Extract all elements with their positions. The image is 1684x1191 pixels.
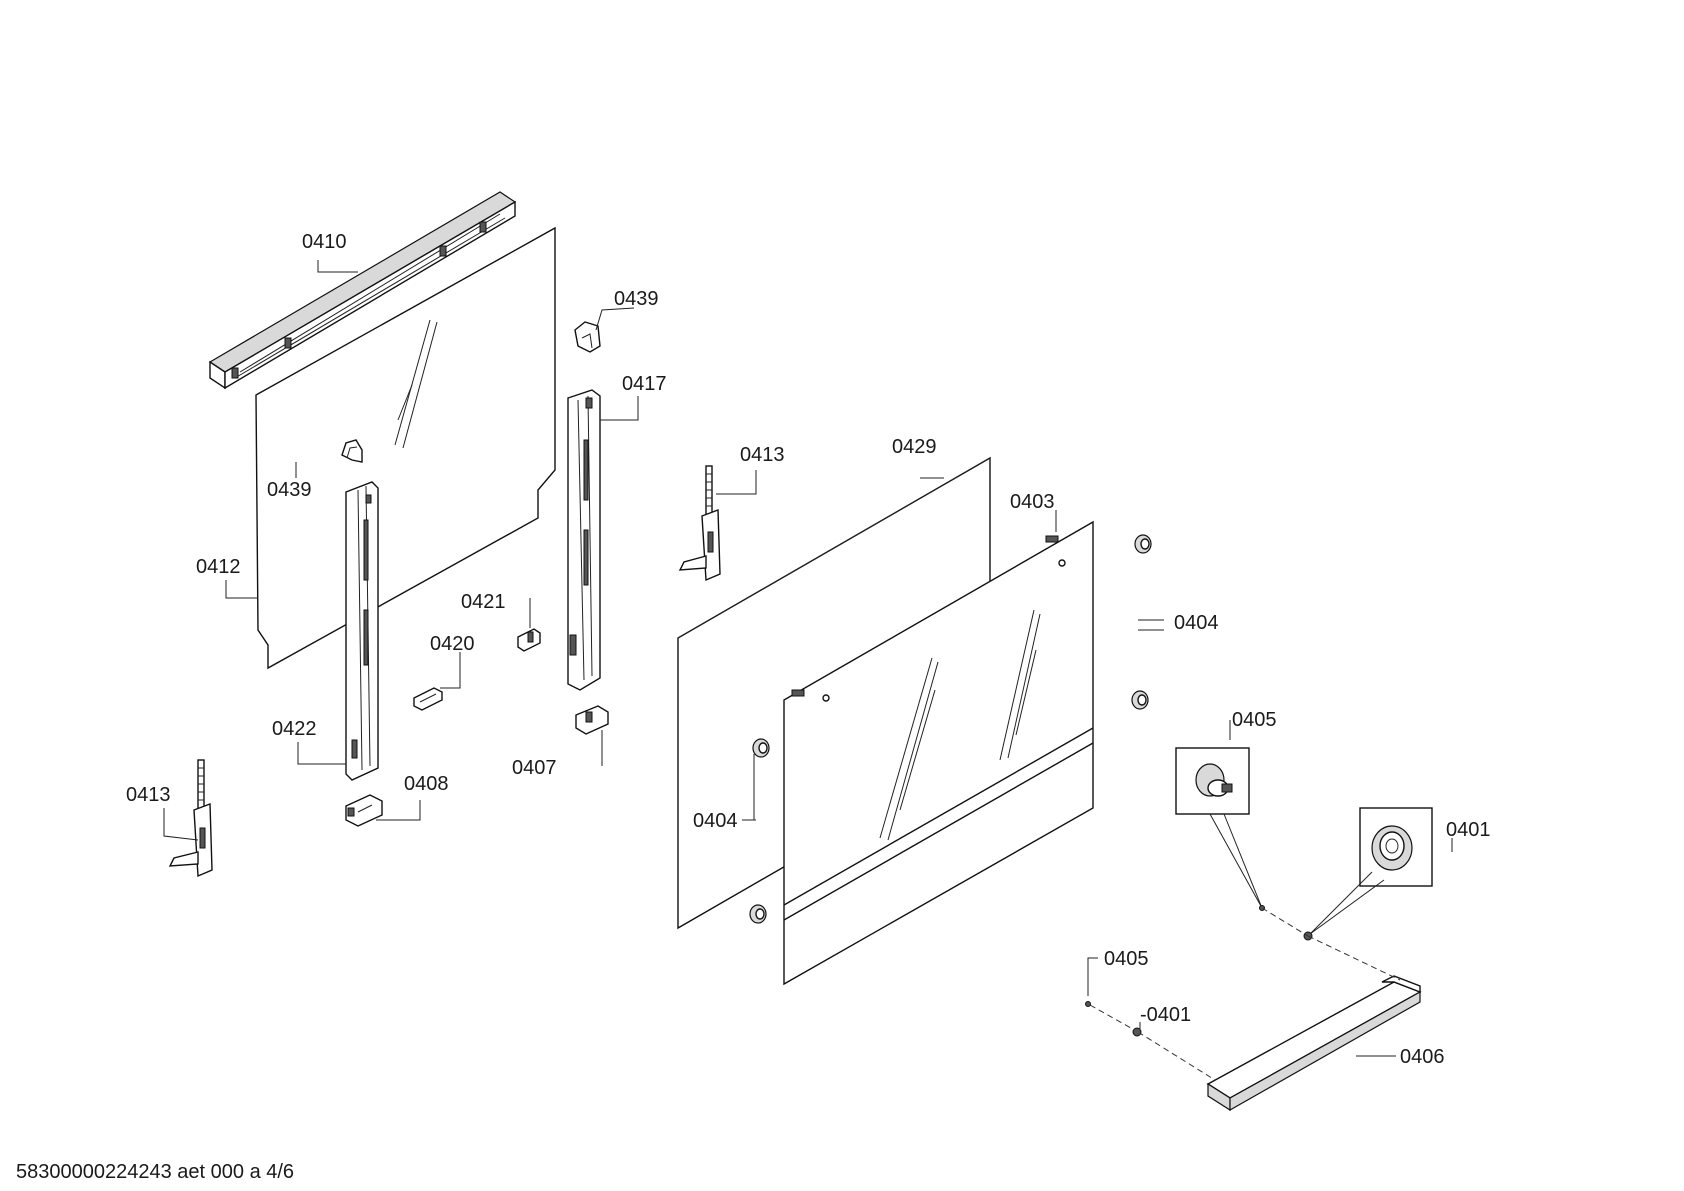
label-0404-right: 0404	[1174, 612, 1219, 634]
part-0406-handle	[1085, 907, 1422, 1112]
label-0417: 0417	[622, 373, 667, 395]
bumper-top	[1134, 534, 1152, 554]
part-0420-pin	[413, 687, 443, 711]
part-0413-hinge-right	[678, 465, 721, 582]
part-0439-clip-left	[341, 439, 363, 463]
leader-lines	[163, 260, 1453, 1057]
label-0406: 0406	[1400, 1046, 1445, 1068]
label-0403: 0403	[1010, 491, 1055, 513]
part-0417-right-rail	[567, 389, 601, 691]
part-0413-hinge-left	[168, 759, 213, 878]
part-0401-detail	[1303, 807, 1433, 941]
bumper-middle	[1131, 690, 1149, 710]
label-0404-left: 0404	[693, 810, 738, 832]
part-0405-detail	[1175, 747, 1265, 911]
label-0407: 0407	[512, 757, 557, 779]
label-0422: 0422	[272, 718, 317, 740]
label-0413-right: 0413	[740, 444, 785, 466]
document-code: 58300000224243 aet 000 a 4/6	[16, 1161, 294, 1183]
label-0401-lower: -0401	[1140, 1004, 1191, 1026]
part-labels: 0410 0439 0439 0417 0412 0421 0420 0422 …	[126, 231, 1491, 1068]
part-0404-bumpers	[749, 534, 1152, 924]
label-0421: 0421	[461, 591, 506, 613]
bumper-lower-left	[752, 738, 770, 758]
part-0407-bracket	[575, 705, 609, 735]
part-0422-left-rail	[345, 481, 379, 781]
label-0439-left: 0439	[267, 479, 312, 501]
label-0420: 0420	[430, 633, 475, 655]
label-0401-box: 0401	[1446, 819, 1491, 841]
part-0412-glass-panel	[255, 226, 556, 670]
part-0439-clip-upper	[574, 321, 601, 353]
bumper-bottom	[749, 904, 767, 924]
label-0405-lower: 0405	[1104, 948, 1149, 970]
label-0408: 0408	[404, 773, 449, 795]
label-0412: 0412	[196, 556, 241, 578]
label-0413-left: 0413	[126, 784, 171, 806]
part-0410-top-trim	[208, 191, 517, 390]
part-0403-outer-door	[783, 520, 1094, 986]
label-0429: 0429	[892, 436, 937, 458]
part-0421-pin	[517, 628, 541, 652]
label-0410: 0410	[302, 231, 347, 253]
part-0408-bracket	[345, 794, 383, 827]
label-0405-box: 0405	[1232, 709, 1277, 731]
label-0439-upper: 0439	[614, 288, 659, 310]
